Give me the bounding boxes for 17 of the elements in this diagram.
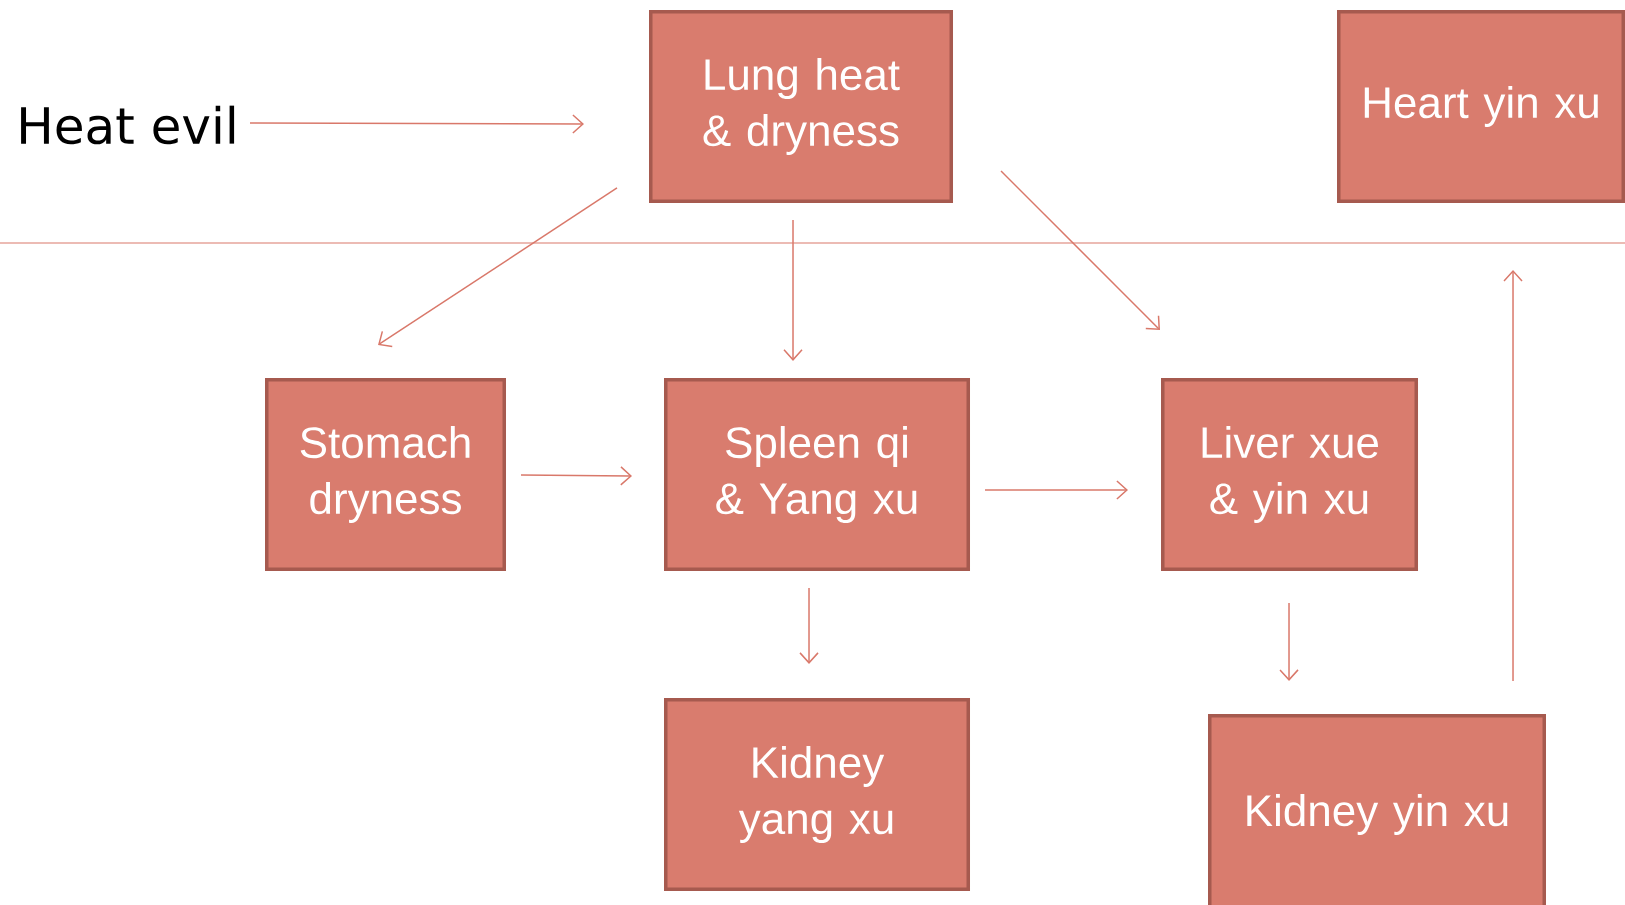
arrow: [1279, 602, 1299, 681]
process-box: Spleen qi & Yang xu: [664, 378, 970, 571]
arrow: [984, 480, 1128, 500]
process-box: Heart yin xu: [1337, 10, 1625, 203]
arrow: [249, 114, 584, 134]
arrow: [1503, 270, 1523, 682]
arrow: [1000, 170, 1160, 330]
process-box: Kidney yin xu: [1208, 714, 1546, 905]
process-box: Stomach dryness: [265, 378, 506, 571]
heat-label: Heat evil: [21, 105, 235, 145]
process-box: Liver xue & yin xu: [1161, 378, 1418, 571]
arrow: [783, 219, 803, 361]
arrow: [378, 187, 618, 348]
process-box: Lung heat & dryness: [649, 10, 953, 203]
arrow: [520, 466, 632, 486]
process-box: Kidney yang xu: [664, 698, 970, 891]
arrow: [799, 587, 819, 664]
